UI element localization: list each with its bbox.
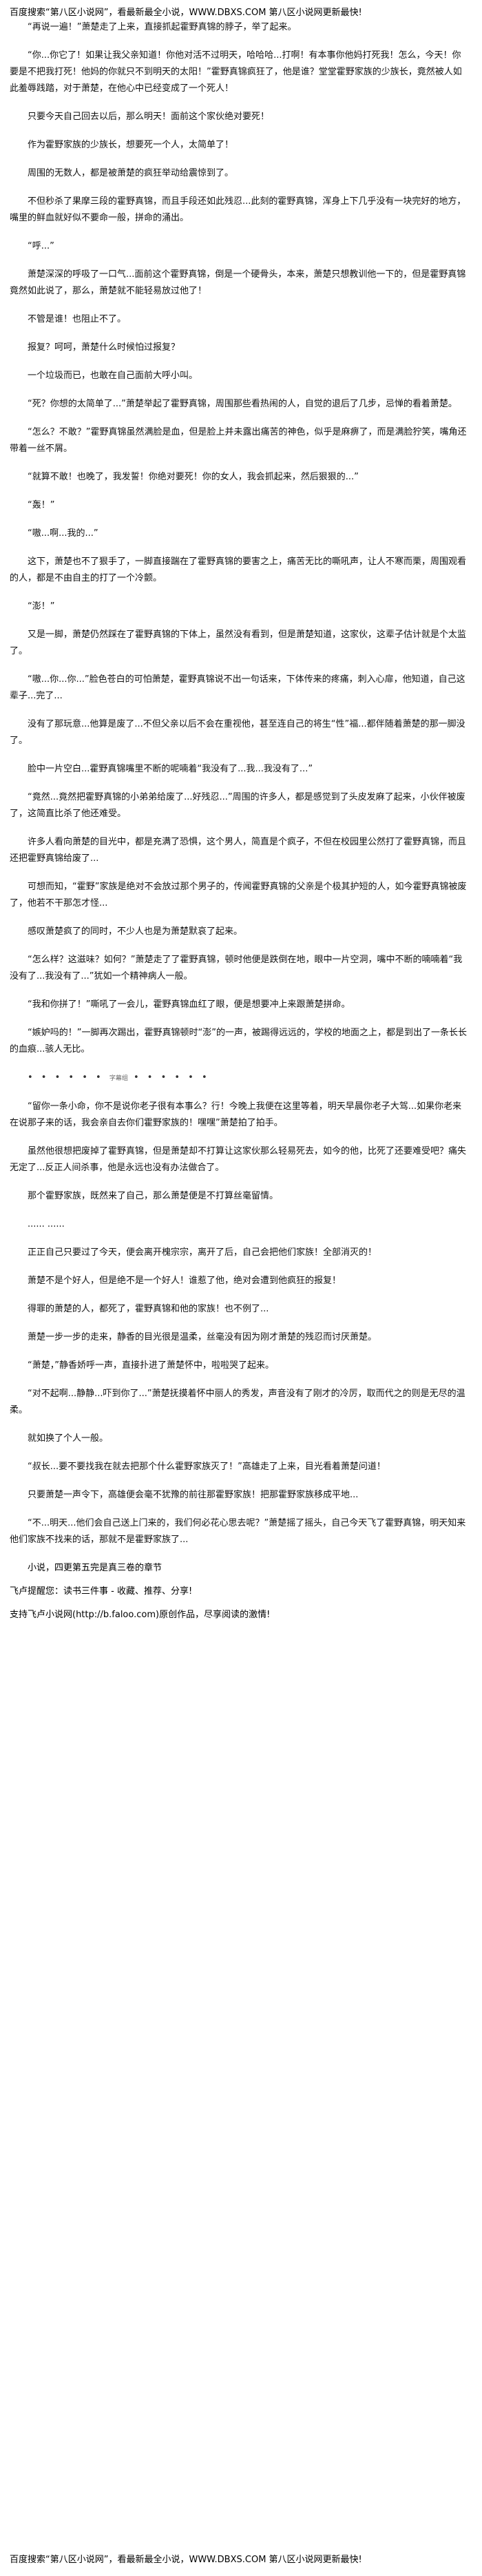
reading-tip: 飞卢提醒您：读书三件事 - 收藏、推荐、分享! (10, 1586, 193, 1597)
paragraph: “嗷...你...你...”脸色苍白的可怕萧楚，霍野真锦说不出一句话来，下体传来… (10, 674, 465, 701)
paragraph: 就如换了个人一般。 (28, 1433, 109, 1444)
paragraph: 只要今天自己回去以后，那么明天！面前这个家伙绝对要死！ (28, 112, 270, 122)
paragraph: 感叹萧楚疯了的同时，不少人也是为萧楚默哀了起来。 (28, 926, 243, 937)
paragraph: “嫉妒吗的！”一脚再次踢出，霍野真锦顿时“澎”的一声，被踢得远远的，学校的地面之… (10, 1028, 467, 1055)
paragraph: 报复？呵呵，萧楚什么时候怕过报复？ (28, 342, 180, 353)
paragraph: “呼...” (28, 241, 54, 251)
paragraph: 可想而知，“霍野”家族是绝对不会放过那个男子的，传闻霍野真锦的父亲是个极其护短的… (10, 882, 467, 908)
paragraph: ...... ...... (28, 1219, 65, 1229)
paragraph: “我和你拼了！”嘶吼了一会儿，霍野真锦血红了眼，便是想要冲上来跟萧楚拼命。 (28, 999, 350, 1010)
paragraph: 作为霍野家族的少族长，想要死一个人，太简单了！ (28, 140, 234, 150)
paragraph: “萧楚，”静香娇呼一声，直接扑进了萧楚怀中，啦啦哭了起来。 (28, 1360, 274, 1371)
paragraph: 许多人看向萧楚的目光中，都是充满了恐惧，这个男人，简直是个疯子，不但在校园里公然… (10, 837, 467, 864)
paragraph: 萧楚不是个好人，但是绝不是一个好人！谁惹了他，绝对会遭到他疯狂的报复！ (28, 1276, 342, 1286)
support-link[interactable]: 支持飞卢小说网(http://b.faloo.com)原创作品，尽享阅读的激情! (10, 1610, 271, 1620)
paragraph: 不但秒杀了果摩三段的霍野真锦，而且手段还如此残忍...此刻的霍野真锦，浑身上下几… (10, 196, 466, 223)
paragraph: “叔长...要不要找我在就去把那个什么霍野家族灭了！”高雄走了上来，目光看着萧楚… (28, 1462, 386, 1472)
paragraph: 脸中一片空白...霍野真锦嘴里不断的呢喃着“我没有了...我...我没有了...… (28, 764, 313, 774)
section-separator: • • • • • • 字幕组 • • • • • • (10, 1070, 467, 1087)
paragraph: 只要萧楚一声令下，高雄便会毫不犹豫的前往那霍野家族！把那霍野家族移成平地... (28, 1490, 359, 1500)
paragraph: 萧楚一步一步的走来，静香的目光很是温柔，丝毫没有因为刚才萧楚的残忍而讨厌萧楚。 (28, 1332, 377, 1342)
paragraph: 这下，萧楚也不了狠手了，一脚直接踹在了霍野真锦的要害之上，痛苦无比的嘶吼声，让人… (10, 557, 467, 583)
paragraph: “留你一条小命，你不是说你老子很有本事么？行！今晚上我便在这里等着，明天早晨你老… (10, 1101, 462, 1128)
paragraph: “竟然...竟然把霍野真锦的小弟弟给废了...好残忍...”周围的许多人，都是感… (10, 792, 465, 819)
paragraph: 得罪的萧楚的人，都死了，霍野真锦和他的家族！也不例了... (28, 1304, 269, 1314)
paragraph: 正正自己只要过了今天，便会离开槐宗宗，离开了后，自己会把他们家族！全部消灭的！ (28, 1247, 377, 1258)
ad-banner-bottom[interactable]: 百度搜索“第八区小说网”，看最新最全小说，WWW.DBXS.COM 第八区小说网… (10, 2555, 362, 2565)
paragraph: “不...明天...他们会自己送上门来的，我们何必花心思去呢？”萧楚摇了摇头，自… (10, 1518, 466, 1545)
paragraph: “对不起啊...静静...吓到你了...”萧楚抚摸着怀中丽人的秀发，声音没有了刚… (10, 1389, 465, 1415)
paragraph: 周围的无数人，都是被萧楚的疯狂举动给震惊到了。 (28, 168, 234, 178)
chapter-body-part1: “再说一遍！”萧楚走了上来，直接抓起霍野真锦的脖子，举了起来。 “你...你它了！… (10, 19, 467, 1058)
paragraph: 不管是谁！也阻止不了。 (28, 314, 127, 324)
paragraph: “再说一遍！”萧楚走了上来，直接抓起霍野真锦的脖子，举了起来。 (28, 22, 297, 32)
paragraph: “轰！” (28, 500, 55, 510)
paragraph: 那个霍野家族，既然来了自己，那么萧楚便是不打算丝毫留情。 (28, 1191, 279, 1201)
paragraph: “怎么样？这滋味？如何？”萧楚走了了霍野真锦，顿时他便是跌倒在地，眼中一片空洞，… (10, 955, 463, 981)
paragraph: “嗷...啊...我的...” (28, 528, 98, 539)
chapter-body-part2: “留你一条小命，你不是说你老子很有本事么？行！今晚上我便在这里等着，明天早晨你老… (10, 1099, 467, 1548)
paragraph: “你...你它了！如果让我父亲知道！你他对活不过明天，哈哈哈...打啊！有本事你… (10, 50, 462, 94)
paragraph: “就算不敢！也晚了，我发誓！你绝对要死！你的女人，我会抓起来，然后狠狠的...” (28, 472, 359, 482)
paragraph: “澎！” (28, 601, 55, 612)
paragraph: “怎么？不敢？”霍野真锦虽然满脸是血，但是脸上并未露出痛苦的神色，似乎是麻痹了，… (10, 427, 467, 454)
separator-dots-left: • • • • • • (28, 1072, 104, 1083)
chapter-end-note: 小说，四更第五完是真三卷的章节 (28, 1563, 163, 1573)
paragraph: 没有了那玩意...他算是废了...不但父亲以后不会在重视他，甚至连自己的将生“性… (10, 719, 465, 746)
ad-banner-top[interactable]: 百度搜索“第八区小说网”，看最新最全小说，WWW.DBXS.COM 第八区小说网… (10, 8, 362, 18)
paragraph: “死？你想的太简单了...”萧楚举起了霍野真锦，周围那些看热闹的人，自觉的退后了… (28, 399, 457, 409)
paragraph: 虽然他很想把废掉了霍野真锦，但是萧楚却不打算让这家伙那么轻易死去，如今的他，比死… (10, 1146, 467, 1173)
paragraph: 一个垃圾而已，也敢在自己面前大呼小叫。 (28, 371, 198, 381)
paragraph: 又是一脚，萧楚仍然踩在了霍野真锦的下体上，虽然没有看到，但是萧楚知道，这家伙，这… (10, 630, 467, 656)
paragraph: 萧楚深深的呼吸了一口气...面前这个霍野真锦，倒是一个硬骨头，本来，萧楚只想教训… (10, 269, 466, 296)
separator-dots-right: • • • • • • (133, 1072, 210, 1083)
separator-label: 字幕组 (109, 1075, 128, 1082)
